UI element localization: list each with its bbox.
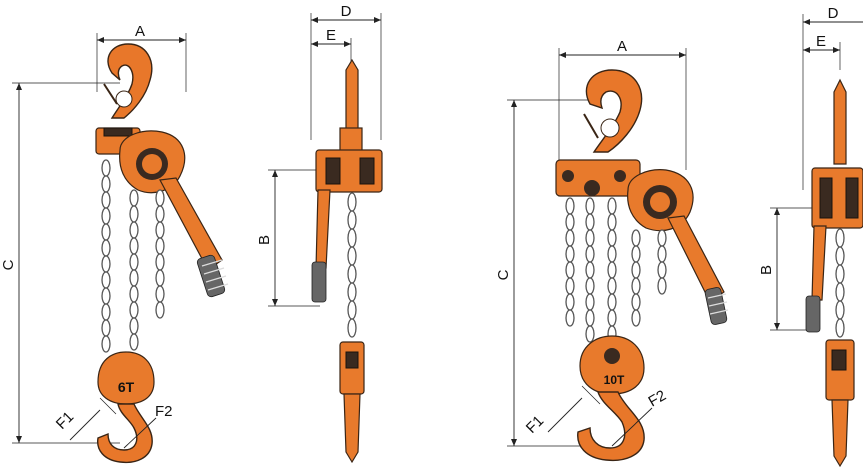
right-side-grip <box>805 295 821 333</box>
right-side-view: D E B <box>758 5 863 468</box>
right-dim-c-label: C <box>495 269 512 280</box>
right-side-chain <box>835 228 845 338</box>
left-bottom-block <box>97 351 155 405</box>
right-load-chain <box>565 197 667 343</box>
left-dim-d-label: D <box>341 3 352 20</box>
left-lever-grip <box>196 254 229 298</box>
left-dim-e-label: E <box>326 27 336 44</box>
left-dim-c-label: C <box>0 259 17 270</box>
left-capacity-mark: 6T <box>118 379 135 395</box>
right-top-hook <box>585 69 643 153</box>
right-front-view: A C <box>495 38 729 462</box>
right-capacity-mark: 10T <box>604 373 625 387</box>
right-dim-e-label: E <box>816 33 826 50</box>
right-bottom-hook <box>577 391 645 462</box>
right-dim-d-label: D <box>828 5 839 22</box>
right-lever-grip <box>704 287 729 325</box>
right-side-top-hook <box>833 78 847 165</box>
left-side-chain <box>347 192 357 338</box>
left-load-chain <box>101 159 165 353</box>
right-dim-a-label: A <box>617 38 627 55</box>
left-dim-f2-label: F2 <box>155 403 173 420</box>
left-side-lever <box>315 189 331 269</box>
left-bottom-hook <box>97 403 153 464</box>
left-side-view: D E B <box>256 3 383 464</box>
left-dim-a-label: A <box>135 23 145 40</box>
left-top-hook <box>107 43 153 119</box>
left-dim-b-label: B <box>256 235 273 245</box>
right-side-lever <box>811 225 827 301</box>
right-side-bottom-hook <box>831 399 849 468</box>
right-lever-arm <box>667 215 725 303</box>
left-side-grip <box>311 261 327 303</box>
left-side-top-hook <box>345 58 359 131</box>
left-front-view: A C <box>0 23 229 464</box>
right-dim-f2-label: F2 <box>646 387 670 410</box>
right-dim-b-label: B <box>758 265 775 275</box>
left-side-bottom-hook <box>343 393 361 464</box>
right-dim-f1-label: F1 <box>523 412 547 436</box>
left-dim-f1-label: F1 <box>53 408 77 432</box>
